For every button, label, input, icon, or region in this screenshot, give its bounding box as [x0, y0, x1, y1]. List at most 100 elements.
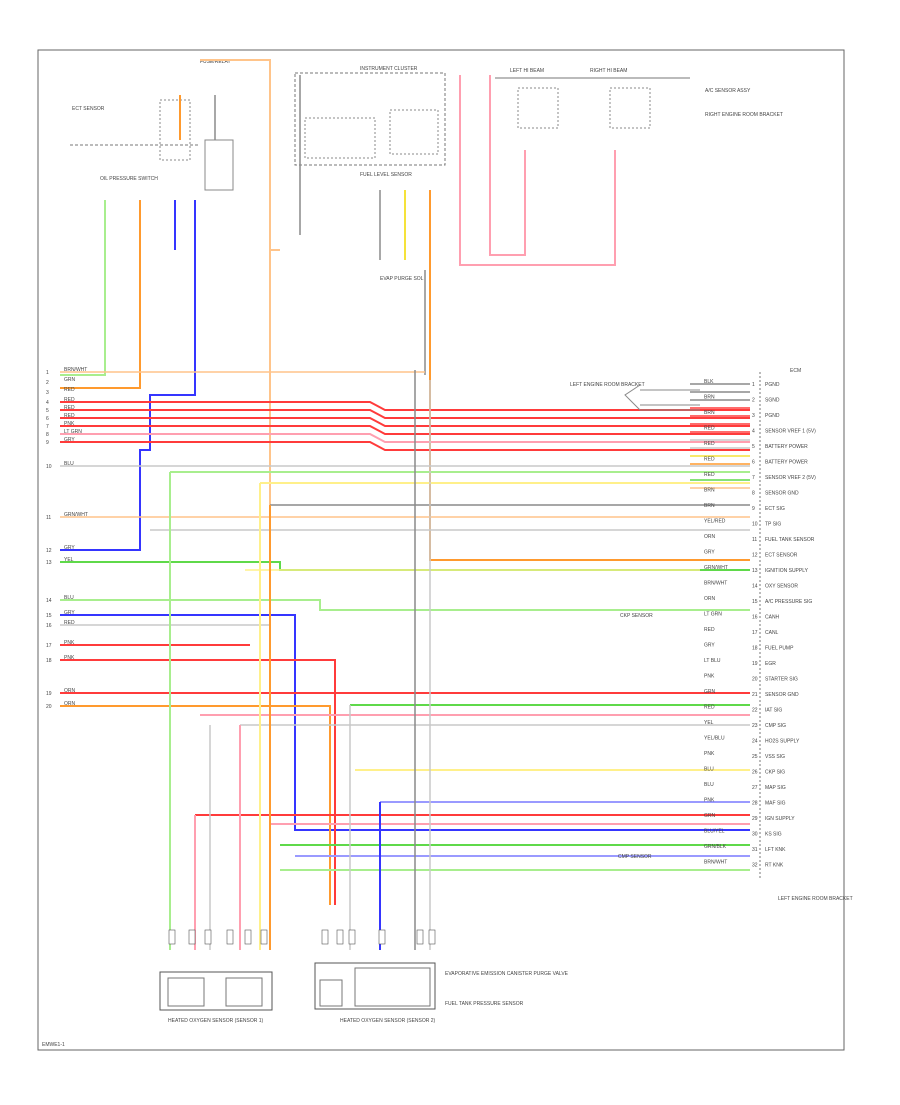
right-pin-function: ECT SIG [765, 506, 785, 512]
left-pin-number: 13 [46, 560, 52, 566]
label-bottom-right-unit: HEATED OXYGEN SENSOR (SENSOR 2) [340, 1018, 436, 1024]
right-wire-label: BLU [704, 782, 714, 788]
label-camshaft-sensor: CMP SENSOR [618, 854, 652, 860]
right-pin-number: 9 [752, 506, 755, 512]
left-pin-number: 6 [46, 416, 49, 422]
left-wire-label: BRN/WHT [64, 367, 87, 373]
right-pin-function: VSS SIG [765, 754, 785, 760]
connector-stub [204, 929, 212, 945]
left-wire-label: PNK [64, 640, 75, 646]
right-wire-label: LT BLU [704, 658, 721, 664]
left-pin-number: 18 [46, 658, 52, 664]
right-pin-function: HO2S SUPPLY [765, 739, 800, 745]
left-pin-number: 20 [46, 704, 52, 710]
right-wire-label: LT GRN [704, 612, 722, 618]
right-pin-number: 18 [752, 646, 758, 652]
right-pin-function: LFT KNK [765, 847, 786, 853]
right-pin-number: 31 [752, 847, 758, 853]
right-pin-function: BATTERY POWER [765, 460, 808, 466]
connector-stub [226, 929, 234, 945]
left-wire-label: GRN/WHT [64, 512, 88, 518]
bottom-left-unit: HEATED OXYGEN SENSOR (SENSOR 1) [159, 971, 273, 1024]
label-right-hi-beam: RIGHT HI BEAM [590, 68, 627, 74]
right-pin-number: 32 [752, 863, 758, 869]
wire-ltgreen-ect [60, 200, 106, 376]
left-wire-label: GRN [64, 377, 76, 383]
label-evap-purge: EVAP PURGE SOL [380, 276, 424, 282]
label-bottom-left-unit: HEATED OXYGEN SENSOR (SENSOR 1) [168, 1018, 264, 1024]
right-wire-label: YEL/BLU [704, 736, 725, 742]
wire-fuse-orange [200, 59, 280, 251]
instrument-cluster: INSTRUMENT CLUSTER [294, 66, 446, 166]
right-pin-number: 11 [752, 537, 757, 543]
wire-orange-706 [60, 705, 331, 905]
right-pin-number: 6 [752, 460, 755, 466]
right-pin-number: 24 [752, 739, 758, 745]
connector-stub [321, 929, 329, 945]
left-wire-label: RED [64, 413, 75, 419]
right-pin-number: 28 [752, 801, 758, 807]
right-pin-number: 20 [752, 677, 758, 683]
wire-red-bus [60, 417, 750, 427]
right-pin-number: 13 [752, 568, 758, 574]
left-pin-number: 3 [46, 390, 49, 396]
left-pin-number: 1 [46, 370, 49, 376]
right-pin-function: PGND [765, 382, 780, 388]
right-pin-function: STARTER SIG [765, 677, 798, 683]
right-pin-function: SENSOR VREF 2 (5V) [765, 475, 816, 481]
left-wire-label: RED [64, 405, 75, 411]
right-wire-label: BRN [704, 395, 715, 401]
diagram-frame [37, 49, 845, 1051]
wire-green-mid [60, 561, 750, 571]
left-pin-number: 7 [46, 424, 49, 430]
connector-stub [188, 929, 196, 945]
right-pin-function: IGN SUPPLY [765, 816, 795, 822]
right-pin-number: 14 [752, 584, 758, 590]
right-wire-label: BLU/YEL [704, 829, 725, 835]
connector-stub [348, 929, 356, 945]
right-pin-function: A/C PRESSURE SIG [765, 599, 812, 605]
right-wire-label: BRN [704, 488, 715, 494]
right-pin-function: IAT SIG [765, 708, 782, 714]
right-pin-function: SENSOR VREF 1 (5V) [765, 429, 816, 435]
left-wire-label: RED [64, 397, 75, 403]
left-pin-number: 9 [46, 440, 49, 446]
right-wire-label: GRN/BLK [704, 844, 727, 850]
left-wire-label: GRY [64, 610, 75, 616]
right-wire-label: GRY [704, 643, 715, 649]
right-pin-number: 29 [752, 816, 758, 822]
wire-pink-hibeam [459, 75, 616, 266]
right-pin-function: KS SIG [765, 832, 782, 838]
left-pin-number: 10 [46, 464, 52, 470]
right-wire-label: ORN [704, 596, 716, 602]
right-pin-number: 25 [752, 754, 758, 760]
right-pin-number: 10 [752, 522, 758, 528]
left-pin-number: 12 [46, 548, 52, 554]
right-wire-label: RED [704, 457, 715, 463]
wire-red-bus [60, 425, 750, 435]
right-pin-function: MAF SIG [765, 801, 786, 807]
left-wire-label: RED [64, 620, 75, 626]
right-pin-number: 4 [752, 429, 755, 435]
right-wire-label: RED [704, 426, 715, 432]
right-pin-number: 3 [752, 413, 755, 419]
right-wire-label: PNK [704, 798, 715, 804]
wire-blue-trunk [60, 200, 196, 551]
left-pin-number: 11 [46, 515, 51, 521]
fuel-level-sensor: FUEL LEVEL SENSOR EVAP PURGE SOL [360, 172, 424, 282]
wire-pink-hibeam-2 [489, 75, 526, 256]
wire-blue-low [60, 614, 750, 831]
right-pin-number: 22 [752, 708, 758, 714]
label-left-hi-beam: LEFT HI BEAM [510, 68, 544, 74]
left-pin-number: 4 [46, 400, 49, 406]
right-pin-function: CANL [765, 630, 779, 636]
right-wire-label: ORN [704, 534, 716, 540]
left-pin-number: 14 [46, 598, 52, 604]
left-wire-label: ORN [64, 701, 76, 707]
left-pin-number: 8 [46, 432, 49, 438]
right-pin-function: BATTERY POWER [765, 444, 808, 450]
right-wire-label: BRN/WHT [704, 581, 727, 587]
